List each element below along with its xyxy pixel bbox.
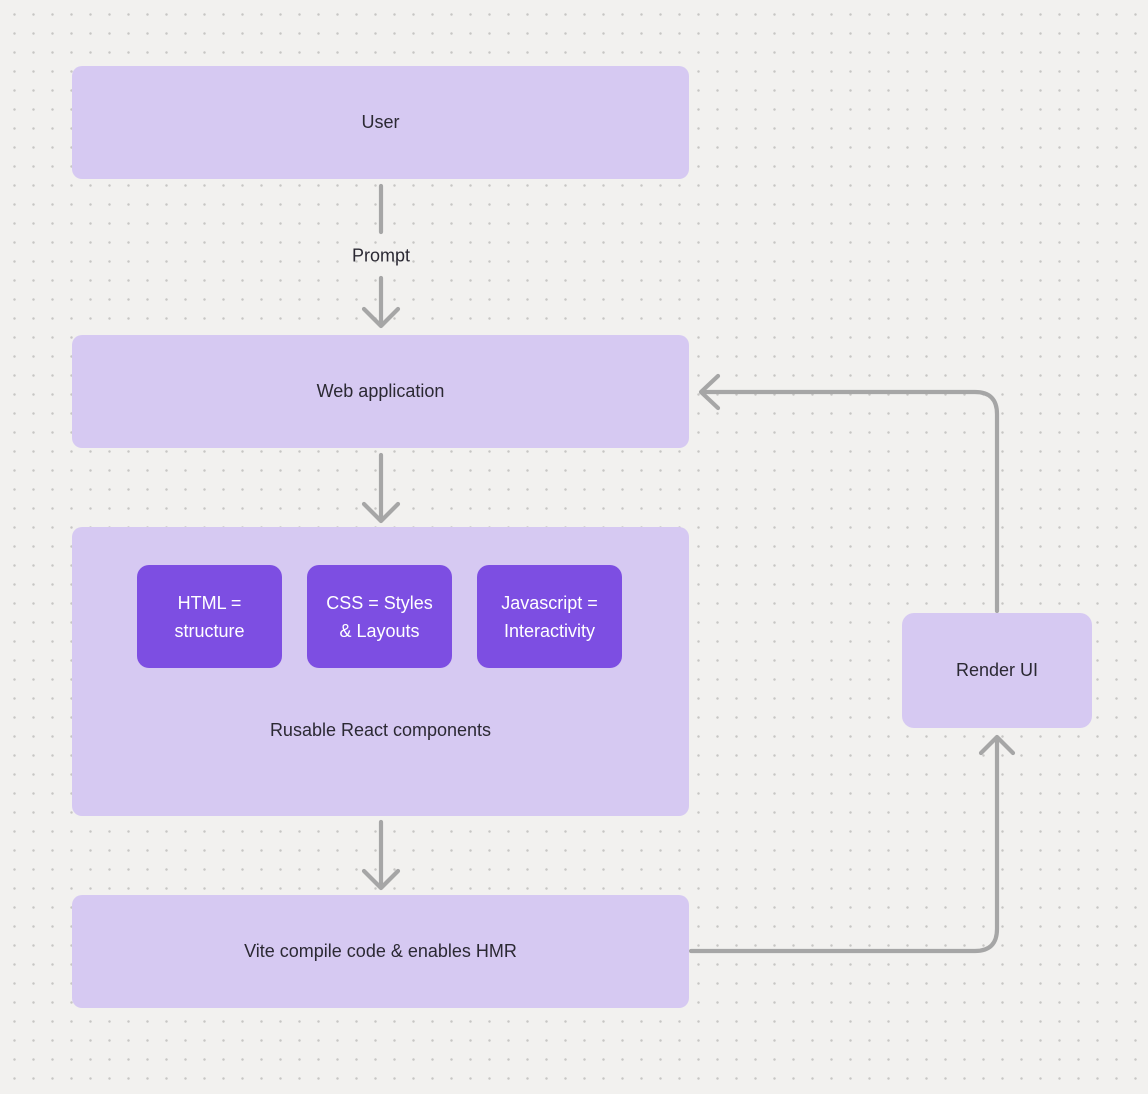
chip-css-line-1: CSS = Styles <box>326 592 433 613</box>
chip-css-styles[interactable]: CSS = Styles & Layouts <box>307 565 452 668</box>
node-render-ui-label: Render UI <box>955 660 1039 680</box>
edge-label-prompt: Prompt <box>351 245 411 266</box>
connector-components-to-vite[interactable] <box>361 819 401 891</box>
chip-javascript-interactivity[interactable]: Javascript = Interactivity <box>477 565 622 668</box>
connector-user-to-web-application[interactable] <box>361 183 401 329</box>
connector-vite-to-render-ui[interactable] <box>688 734 1016 954</box>
node-components-group[interactable]: HTML = structure CSS = Styles & Layouts … <box>72 527 689 816</box>
node-user[interactable]: User <box>72 66 689 179</box>
node-vite-label: Vite compile code & enables HMR <box>244 941 517 961</box>
connector-render-ui-to-web-application[interactable] <box>698 373 1000 614</box>
chip-css-line-2: & Layouts <box>339 620 420 641</box>
node-vite[interactable]: Vite compile code & enables HMR <box>72 895 689 1008</box>
chip-javascript-line-1: Javascript = <box>501 592 598 613</box>
components-caption: Rusable React components <box>269 720 492 740</box>
node-user-label: User <box>361 112 400 132</box>
connector-web-application-to-components[interactable] <box>361 452 401 524</box>
node-render-ui[interactable]: Render UI <box>902 613 1092 728</box>
node-web-application-label: Web application <box>316 381 445 401</box>
chip-javascript-line-2: Interactivity <box>503 620 596 641</box>
chip-html-line-2: structure <box>174 620 245 641</box>
chip-html-line-1: HTML = <box>177 592 242 613</box>
chip-html-structure[interactable]: HTML = structure <box>137 565 282 668</box>
node-web-application[interactable]: Web application <box>72 335 689 448</box>
